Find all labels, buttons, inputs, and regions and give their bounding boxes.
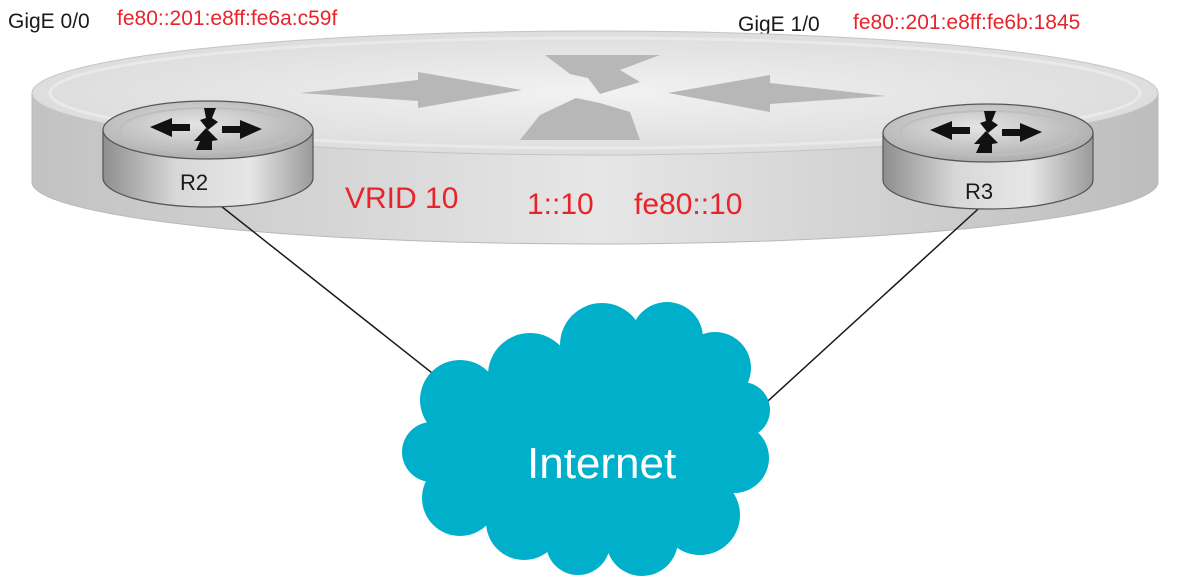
switch-platform <box>31 30 1159 245</box>
router-r3: R3 <box>882 103 1094 210</box>
left-interface-address: fe80::201:e8ff:fe6a:c59f <box>117 7 338 30</box>
internet-cloud: Internet <box>402 302 770 576</box>
right-interface-name: GigE 1/0 <box>738 13 820 36</box>
virtual-global-address: 1::10 <box>527 188 594 221</box>
vrid-label: VRID 10 <box>345 182 459 215</box>
router-arrows-icon <box>930 111 1042 153</box>
router-arrows-icon <box>150 108 262 150</box>
right-interface-address: fe80::201:e8ff:fe6b:1845 <box>853 11 1081 34</box>
left-interface-name: GigE 0/0 <box>8 10 90 33</box>
router-r2-label: R2 <box>180 170 208 195</box>
router-r3-label: R3 <box>965 179 993 204</box>
virtual-link-local-address: fe80::10 <box>634 188 743 221</box>
switch-arrows-icon <box>300 55 886 140</box>
router-r2: R2 <box>102 100 314 208</box>
link-r3-internet <box>756 199 989 412</box>
link-r2-internet <box>206 194 447 385</box>
internet-label: Internet <box>527 439 676 488</box>
